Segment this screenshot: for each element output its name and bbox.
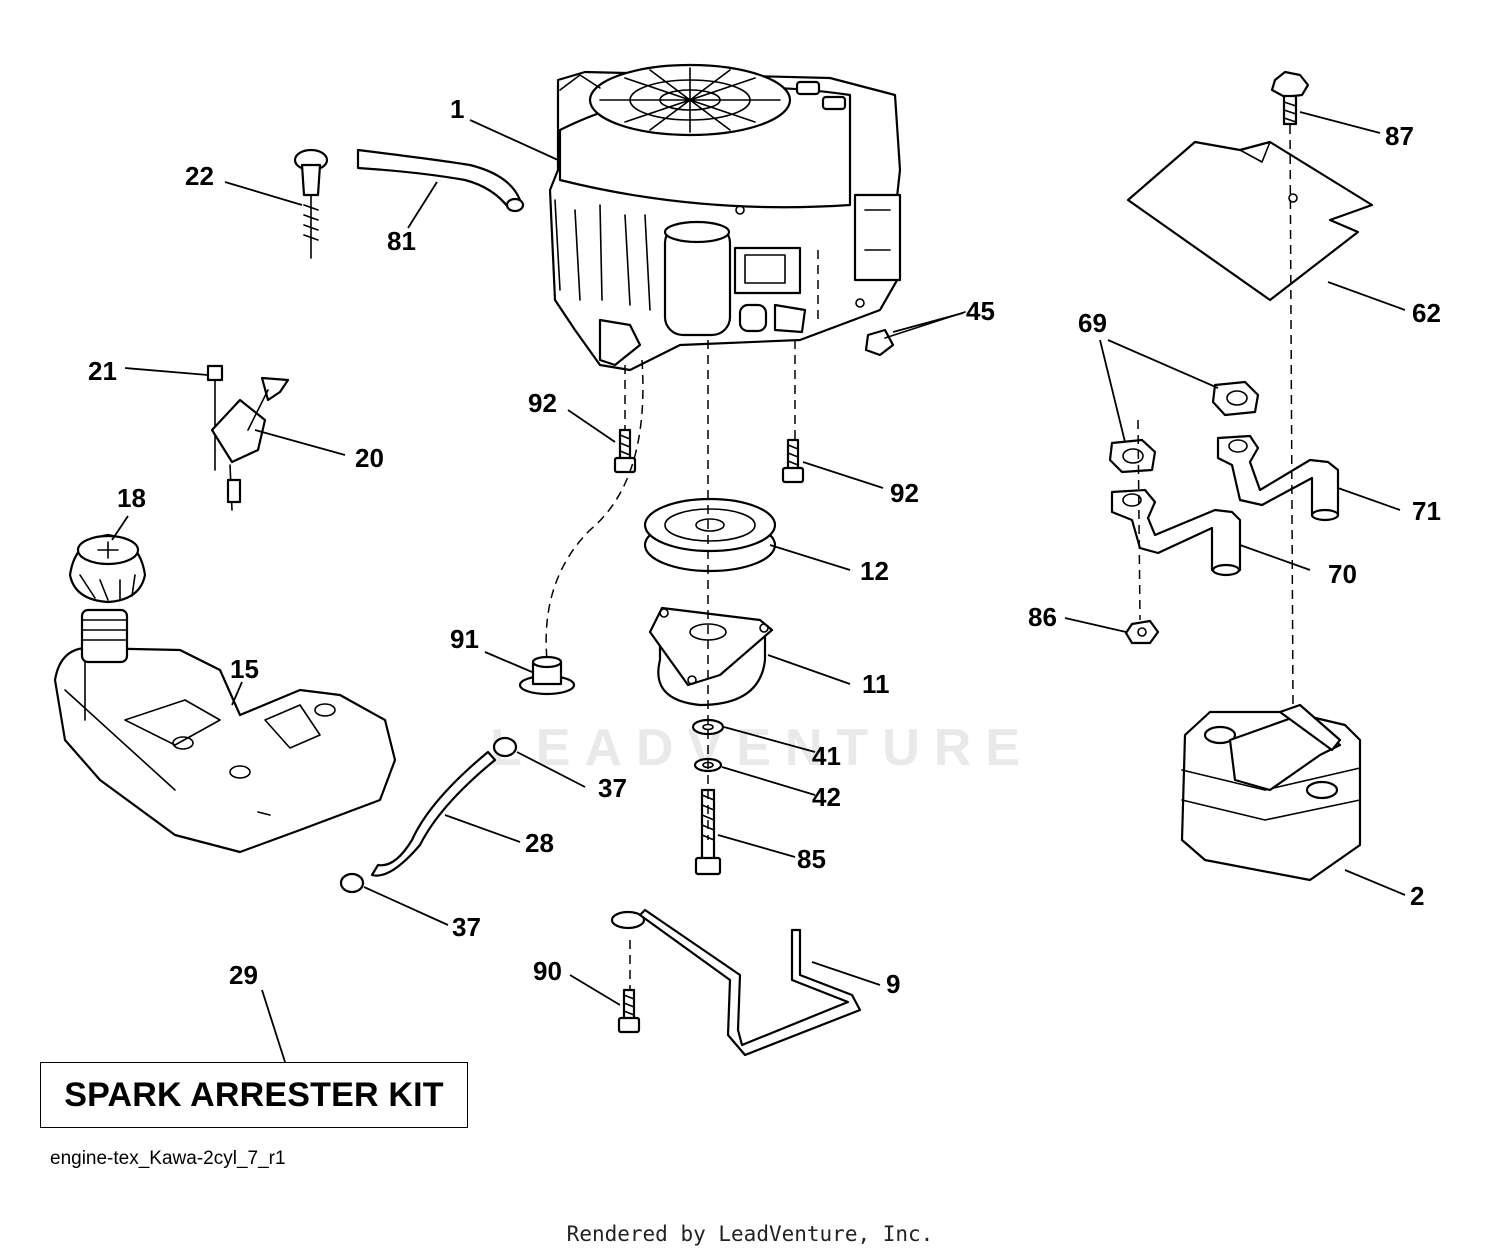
callout-18: 18: [117, 483, 146, 513]
fuel-tank-part-15[interactable]: [53, 608, 397, 854]
knob-part-22[interactable]: [293, 148, 329, 259]
gasket-part-69-upper[interactable]: [1211, 380, 1260, 417]
throttle-part-20[interactable]: [206, 364, 290, 511]
exhaust-pipe-part-70[interactable]: [1110, 488, 1242, 577]
drain-plug-part-45[interactable]: [864, 311, 966, 357]
callout-71: 71: [1412, 496, 1441, 526]
callout-85: 85: [797, 844, 826, 874]
clutch-part-11[interactable]: [648, 606, 774, 707]
callout-12: 12: [860, 556, 889, 586]
callout-29: 29: [229, 960, 258, 990]
callout-37-lower: 37: [452, 912, 481, 942]
heat-shield-part-62[interactable]: [1126, 140, 1374, 302]
spark-arrester-kit-label: SPARK ARRESTER KIT: [64, 1075, 444, 1114]
callout-69: 69: [1078, 308, 1107, 338]
callout-92-right: 92: [890, 478, 919, 508]
callout-92-left: 92: [528, 388, 557, 418]
nut-part-86[interactable]: [1124, 619, 1160, 645]
clamp-part-37-lower[interactable]: [339, 872, 365, 894]
bolt-part-85[interactable]: [694, 788, 722, 876]
gasket-part-69-lower[interactable]: [1108, 438, 1157, 474]
bolt-part-90[interactable]: [617, 988, 641, 1034]
callout-2: 2: [1410, 881, 1424, 911]
leader-lines: [111, 111, 1406, 1063]
leadventure-watermark: LEADVENTURE: [490, 719, 1035, 777]
engine-part-1[interactable]: [548, 63, 902, 372]
spark-arrester-kit-box[interactable]: SPARK ARRESTER KIT: [40, 1062, 468, 1128]
callout-11: 11: [862, 669, 890, 699]
callout-9: 9: [886, 969, 900, 999]
callout-41: 41: [812, 741, 841, 771]
rod-part-9[interactable]: [610, 908, 862, 1057]
callout-45: 45: [966, 296, 995, 326]
callout-21: 21: [88, 356, 117, 386]
callout-numbers: 1 22 81 45 21 20 92 92 18 91 12 11 15 41…: [88, 94, 1441, 999]
callout-81: 81: [387, 226, 416, 256]
exhaust-pipe-part-71[interactable]: [1216, 434, 1340, 522]
callout-62: 62: [1412, 298, 1441, 328]
callout-37-upper: 37: [598, 773, 627, 803]
fuel-line-part-28[interactable]: [370, 750, 497, 877]
callout-42: 42: [812, 782, 841, 812]
knob-part-87[interactable]: [1270, 70, 1310, 126]
callout-1: 1: [450, 94, 464, 124]
clamp-part-37-upper[interactable]: [492, 736, 518, 758]
callout-15: 15: [230, 654, 259, 684]
callout-90: 90: [533, 956, 562, 986]
grommet-part-91[interactable]: [518, 655, 576, 696]
callout-70: 70: [1328, 559, 1357, 589]
pulley-part-12[interactable]: [643, 497, 777, 573]
callout-22: 22: [185, 161, 214, 191]
callout-28: 28: [525, 828, 554, 858]
diagram-id: engine-tex_Kawa-2cyl_7_r1: [50, 1148, 286, 1169]
alignment-lines: [545, 124, 1294, 990]
hose-part-81[interactable]: [356, 148, 525, 213]
fuel-cap-part-18[interactable]: [68, 533, 147, 604]
callout-87: 87: [1385, 121, 1414, 151]
muffler-part-2[interactable]: [1180, 703, 1362, 882]
callout-20: 20: [355, 443, 384, 473]
callout-86: 86: [1028, 602, 1057, 632]
callout-91: 91: [450, 624, 479, 654]
bolt-part-92-right[interactable]: [781, 438, 805, 484]
rendered-by-footer: Rendered by LeadVenture, Inc.: [566, 1222, 934, 1246]
